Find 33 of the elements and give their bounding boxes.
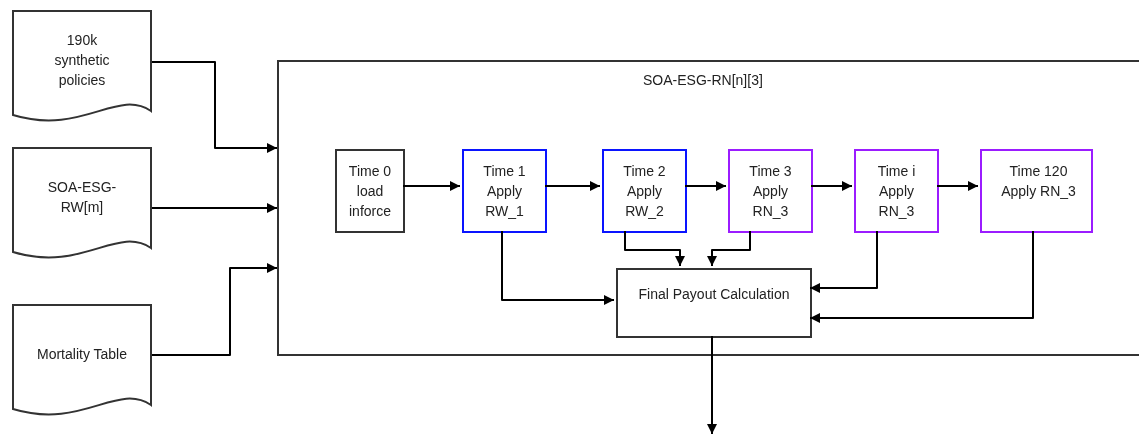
process-box — [980, 149, 1093, 233]
arrow — [151, 263, 278, 356]
arrow — [684, 181, 727, 191]
arrow — [151, 203, 278, 213]
node-label: Time 3 Apply RN_3 — [748, 162, 793, 221]
process-box — [462, 149, 547, 233]
arrow — [151, 61, 278, 153]
arrow — [544, 181, 601, 191]
container-box — [277, 60, 1139, 356]
arrow — [402, 181, 461, 191]
arrow — [707, 230, 751, 267]
process-box — [728, 149, 813, 233]
node-label: 190k synthetic policies — [53, 31, 111, 90]
node-label: Time 2 Apply RW_2 — [622, 162, 667, 221]
node-label: Final Payout Calculation — [637, 285, 791, 304]
arrow — [707, 335, 717, 435]
node-label: Time 1 Apply RW_1 — [482, 162, 527, 221]
container-title: SOA-ESG-RN[n][3] — [643, 71, 763, 90]
arrow — [809, 230, 878, 293]
process-box — [616, 268, 812, 338]
arrow — [501, 230, 615, 305]
process-box — [335, 149, 405, 233]
node-label: SOA-ESG-RW[m] — [46, 178, 118, 217]
arrow — [809, 230, 1034, 323]
arrow — [810, 181, 853, 191]
arrow — [936, 181, 979, 191]
node-label: Mortality Table — [36, 345, 128, 364]
node-label: Time 120 Apply RN_3 — [1001, 162, 1076, 201]
process-box — [854, 149, 939, 233]
node-label: Time 0 load inforce — [347, 162, 393, 221]
node-label: Time i Apply RN_3 — [876, 162, 917, 221]
arrow — [624, 230, 685, 267]
process-box — [602, 149, 687, 233]
